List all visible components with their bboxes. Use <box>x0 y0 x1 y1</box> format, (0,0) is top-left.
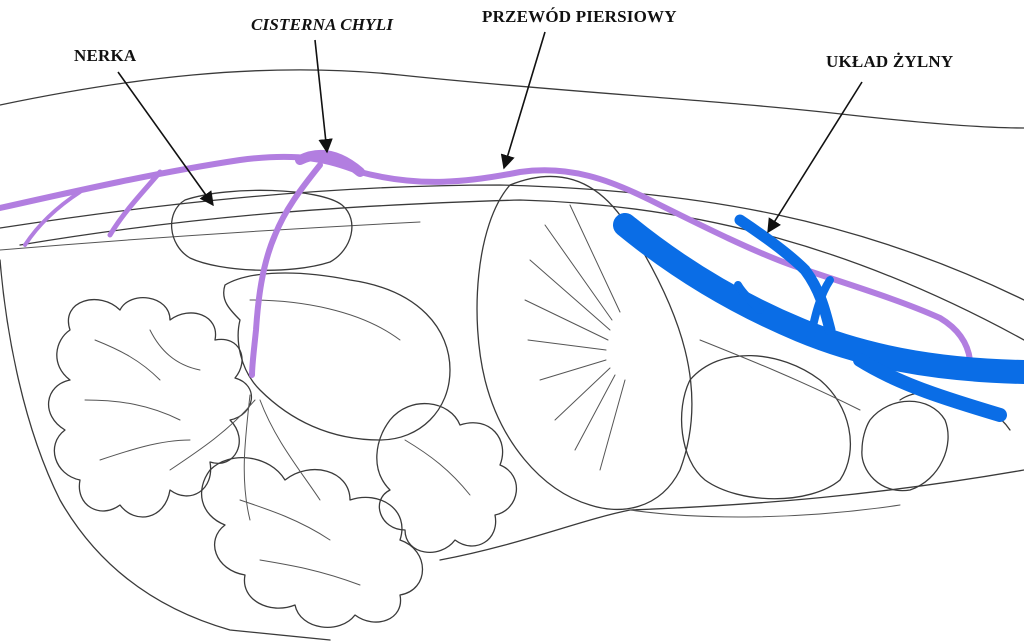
arrow-venous-system <box>767 81 863 234</box>
label-venous-system: UKŁAD ŻYLNY <box>826 52 954 71</box>
lymphatic-system <box>0 149 973 378</box>
thoracic-duct-vessel <box>0 153 973 363</box>
label-cisterna-chyli: CISTERNA CHYLI <box>251 15 394 34</box>
lymph-branch-intestinal <box>249 162 323 378</box>
stomach <box>223 272 451 441</box>
vein-branch-small <box>734 281 764 314</box>
kidney <box>171 189 353 271</box>
diaphragm <box>476 175 693 511</box>
body-wall <box>0 184 1024 341</box>
vein-branch-right <box>806 276 834 344</box>
vein-branch-upper <box>734 214 836 336</box>
body-outline <box>0 69 1024 641</box>
lymph-branch-rear <box>23 190 82 247</box>
label-kidney: NERKA <box>74 46 137 65</box>
arrow-thoracic-duct <box>500 31 546 170</box>
lymph-branch-kidney <box>107 169 163 238</box>
label-thoracic-duct: PRZEWÓD PIERSIOWY <box>482 7 677 26</box>
venous-system <box>613 213 1024 422</box>
leader-arrows <box>117 31 863 234</box>
cisterna-chyli <box>295 149 365 177</box>
intestines <box>48 297 517 628</box>
vein-branch-lower <box>853 353 1007 422</box>
arrow-cisterna <box>314 39 333 154</box>
arrow-kidney <box>117 71 214 207</box>
vena-cava <box>613 213 1024 384</box>
